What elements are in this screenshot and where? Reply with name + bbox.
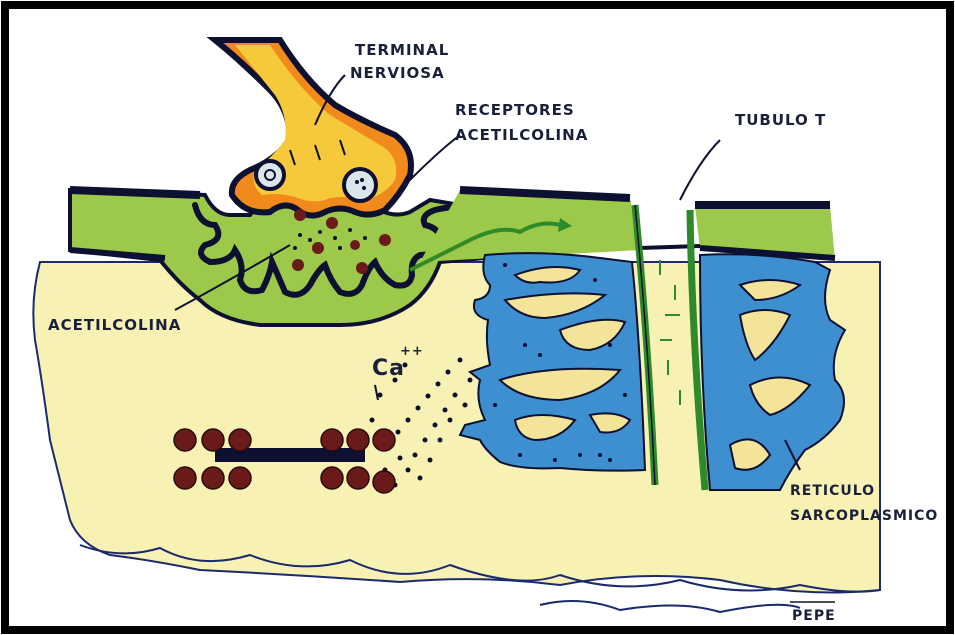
- label-calcium-charge: ++: [400, 344, 424, 359]
- vesicle-2-dot-c: [360, 178, 364, 182]
- vesicle-2-dot-a: [355, 180, 359, 184]
- label-reticulo-1: RETICULO: [790, 483, 875, 499]
- vesicle-1: [256, 161, 284, 189]
- label-signature: PEPE: [792, 608, 836, 624]
- vesicle-2: [344, 169, 376, 201]
- label-terminal-1: TERMINAL: [355, 41, 449, 59]
- label-tubulo: TUBULO T: [735, 111, 826, 129]
- label-acetilcolina: ACETILCOLINA: [48, 316, 181, 334]
- label-reticulo-2: SARCOPLASMICO: [790, 508, 938, 524]
- vesicle-2-dot-b: [362, 186, 366, 190]
- label-terminal-2: NERVIOSA: [350, 64, 445, 82]
- label-receptores-2: ACETILCOLINA: [455, 126, 588, 144]
- label-calcium: Ca: [372, 356, 405, 381]
- label-receptores-1: RECEPTORES: [455, 101, 575, 119]
- sarcolemma-top-line: [70, 190, 200, 195]
